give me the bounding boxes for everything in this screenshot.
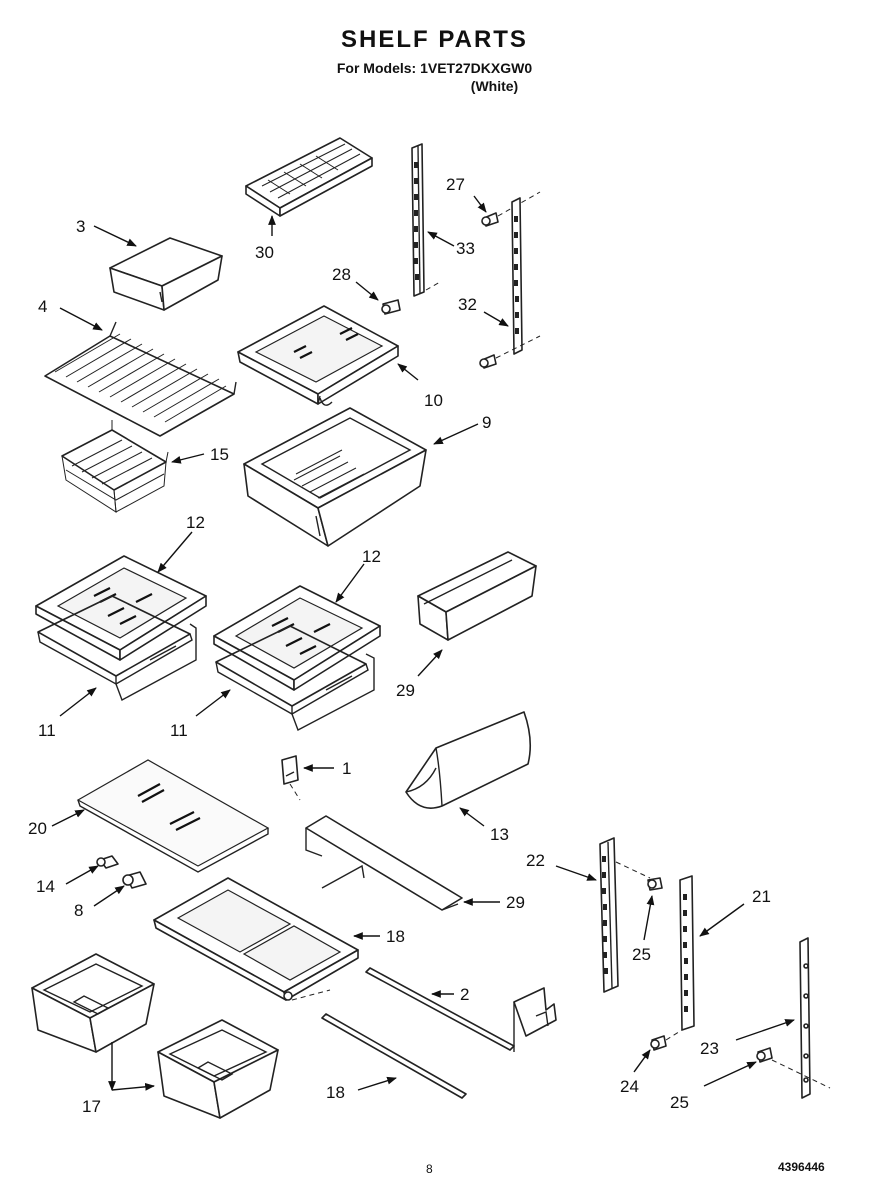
callout-10: 10	[424, 391, 443, 410]
part-11-shelf-frame-right	[215, 625, 375, 731]
callout-27: 27	[446, 175, 465, 194]
part-17-crisper-bin-right	[157, 1019, 279, 1119]
callout-32: 32	[458, 295, 477, 314]
part-18-rod	[321, 1013, 467, 1099]
part-2-bracket	[513, 987, 557, 1052]
part-33-shelf-rail	[411, 143, 441, 297]
callout-24: 24	[620, 1077, 639, 1096]
callout-25-upper: 25	[632, 945, 651, 964]
callout-31: 30	[255, 243, 274, 262]
callout-29: 29	[506, 893, 525, 912]
part-30-door-bin	[417, 551, 537, 641]
callout-8: 8	[74, 901, 83, 920]
part-12-glass-shelf-left	[35, 555, 207, 661]
callout-23-upper: 22	[526, 851, 545, 870]
part-21-glass-panel	[76, 759, 270, 873]
part-32-shelf-rail	[479, 197, 541, 369]
callout-22: 21	[752, 887, 771, 906]
document-part-number: 4396446	[778, 1160, 825, 1174]
part-10-glass-shelf	[237, 305, 399, 406]
callout-28: 28	[332, 265, 351, 284]
callout-arrows	[51, 195, 795, 1091]
part-28-screw	[381, 299, 401, 315]
part-23-rail-upper	[599, 837, 651, 993]
callout-11-right: 11	[170, 721, 188, 740]
part-31-ice-tray	[245, 137, 373, 217]
callout-25-lower: 25	[670, 1093, 689, 1112]
part-14-screw	[96, 855, 119, 869]
part-13-cover	[405, 711, 532, 809]
model-number: For Models: 1VET27DKXGW0	[336, 60, 533, 76]
callout-33: 33	[456, 239, 475, 258]
callout-4: 4	[38, 297, 47, 316]
part-20-crisper-cover	[153, 877, 359, 1001]
callout-12-left: 12	[186, 513, 205, 532]
callout-1: 1	[342, 759, 351, 778]
part-11-shelf-frame-left	[37, 595, 197, 701]
part-17-crisper-bin-left	[31, 953, 155, 1053]
part-2-rod	[365, 967, 515, 1051]
part-8-bushing	[122, 871, 147, 889]
part-3-bin	[109, 237, 223, 311]
part-23-rail-lower	[771, 937, 831, 1099]
callout-15: 15	[210, 445, 229, 464]
callout-11-left: 11	[38, 721, 56, 740]
part-1-clip	[281, 755, 301, 801]
part-25-screw-upper	[647, 877, 663, 891]
callout-3: 3	[76, 217, 85, 236]
part-12-glass-shelf-right	[213, 585, 381, 691]
part-9-meat-pan	[243, 407, 427, 547]
part-25-screw-lower	[756, 1047, 773, 1063]
page-title: SHELF PARTS	[341, 26, 528, 53]
callout-14: 14	[36, 877, 55, 896]
callout-13: 13	[490, 825, 509, 844]
part-24-screw	[650, 1029, 683, 1051]
part-4-wire-shelf	[44, 321, 237, 437]
callout-18: 18	[326, 1083, 345, 1102]
callout-9: 9	[482, 413, 491, 432]
callout-17: 17	[82, 1097, 101, 1116]
callout-21: 20	[28, 819, 47, 838]
callout-2: 2	[460, 985, 469, 1004]
part-22-shelf-rail	[679, 875, 695, 1031]
callout-30: 29	[396, 681, 415, 700]
part-15-wire-basket	[61, 420, 169, 513]
page-number: 8	[426, 1162, 433, 1176]
color-note: (White)	[470, 78, 519, 94]
callout-23-lower: 23	[700, 1039, 719, 1058]
callout-12-right: 12	[362, 547, 381, 566]
callout-20: 18	[386, 927, 405, 946]
part-29-divider	[305, 815, 463, 911]
part-27-screw	[481, 191, 541, 227]
